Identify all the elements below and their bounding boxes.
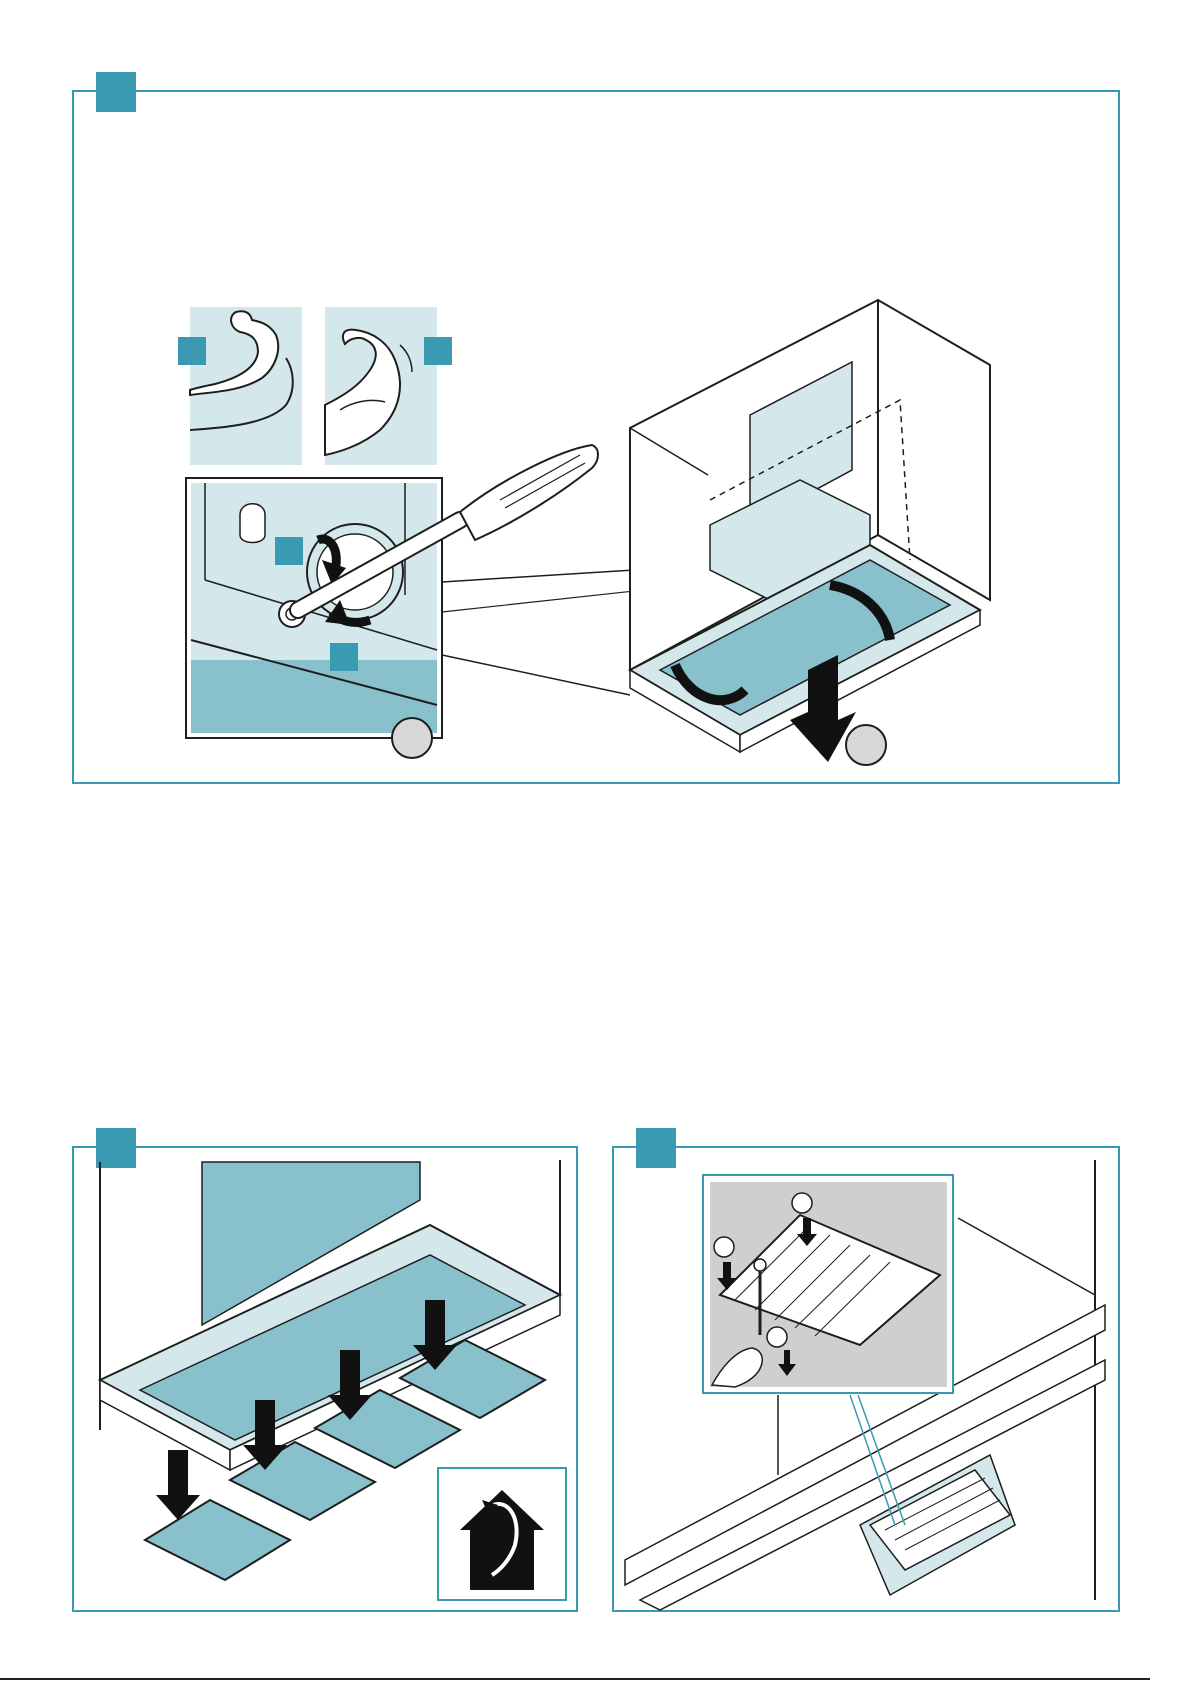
footer-rule [0,1678,1150,1680]
